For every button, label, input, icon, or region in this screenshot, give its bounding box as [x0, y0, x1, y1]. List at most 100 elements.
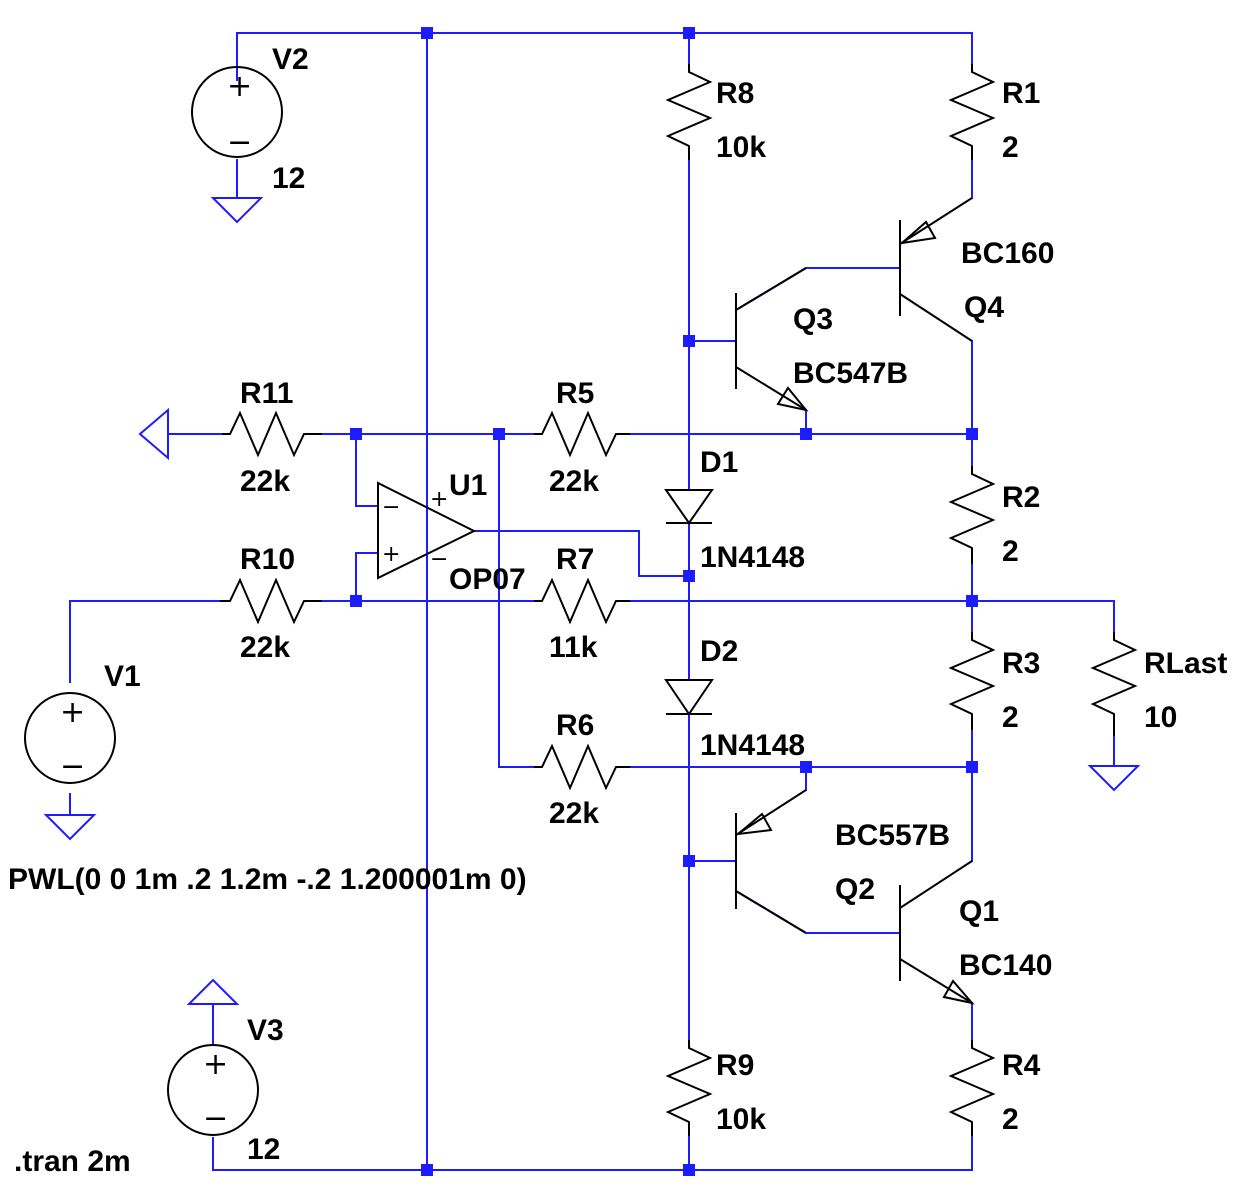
wire-bottom-rail — [212, 1135, 973, 1171]
voltage-source-v1-icon: + − — [24, 692, 116, 784]
junction-dot — [966, 761, 978, 773]
diodes — [664, 489, 714, 716]
transistor-q2-icon — [734, 789, 807, 934]
svg-text:−: − — [203, 1101, 228, 1136]
r9-value-label: 10k — [716, 1103, 766, 1136]
junction-dot — [493, 428, 505, 440]
q2-value-label: BC557B — [835, 819, 950, 852]
d1-name-label: D1 — [700, 446, 738, 479]
transistor-q4-icon — [898, 197, 973, 342]
u1-value-label: OP07 — [449, 563, 526, 596]
junction-dot — [683, 335, 695, 347]
opamp-noninverting-sign: + — [382, 542, 400, 567]
wire-r6-feedback — [498, 433, 535, 768]
r11-name-label: R11 — [240, 377, 293, 410]
ground-icon — [43, 814, 97, 841]
supply-arrow-icon — [186, 978, 240, 1005]
junction-dot — [966, 428, 978, 440]
r5-name-label: R5 — [556, 377, 594, 410]
r2-value-label: 2 — [1002, 535, 1019, 568]
voltage-source-v2-icon: + − — [191, 66, 283, 160]
q4-value-label: BC160 — [961, 237, 1054, 270]
r6-value-label: 22k — [549, 797, 599, 830]
voltage-sources: + − + − + − — [24, 66, 283, 1136]
resistor-rlast-icon — [1090, 632, 1138, 736]
q2-name-label: Q2 — [835, 873, 875, 906]
svg-text:+: + — [60, 695, 85, 730]
junction-dot — [966, 595, 978, 607]
junction-dot — [800, 428, 812, 440]
diode-d2-icon — [664, 679, 714, 716]
svg-text:+: + — [227, 69, 252, 104]
v1-value-label: PWL(0 0 1m .2 1.2m -.2 1.200001m 0) — [8, 863, 527, 896]
rlast-name-label: RLast — [1144, 647, 1227, 680]
q1-name-label: Q1 — [959, 895, 999, 928]
opamp-inverting-sign: − — [382, 495, 400, 520]
v3-name-label: V3 — [247, 1014, 284, 1047]
rlast-value-label: 10 — [1144, 701, 1177, 734]
wire-v1-to-r10 — [69, 600, 221, 683]
ground-icon — [210, 197, 264, 224]
svg-text:+: + — [203, 1047, 228, 1082]
junction-dot — [683, 27, 695, 39]
r1-value-label: 2 — [1002, 131, 1019, 164]
d2-name-label: D2 — [700, 635, 738, 668]
svg-text:−: − — [227, 125, 252, 160]
r6-name-label: R6 — [556, 709, 594, 742]
ground-icon — [138, 407, 169, 461]
ground-symbols — [43, 197, 1141, 1005]
v2-value-label: 12 — [272, 162, 305, 195]
resistor-r2-icon — [948, 466, 996, 564]
wire-r7-to-rlast — [629, 600, 1115, 633]
wire-opamp-output — [473, 530, 690, 577]
junction-dot — [800, 761, 812, 773]
junction-dot — [350, 595, 362, 607]
junctions — [350, 27, 978, 1176]
r3-value-label: 2 — [1002, 701, 1019, 734]
wire-opamp-noninv-input — [355, 552, 379, 602]
v3-value-label: 12 — [247, 1133, 280, 1166]
opamp-vminus-sign: − — [430, 547, 448, 572]
r3-name-label: R3 — [1002, 647, 1040, 680]
q1-value-label: BC140 — [959, 949, 1052, 982]
wire-q2-collector-to-q1-base — [734, 889, 901, 934]
junction-dot — [421, 1164, 433, 1176]
resistor-r9-icon — [665, 1040, 713, 1136]
resistor-r11-icon — [222, 410, 322, 458]
junction-dot — [683, 1164, 695, 1176]
q3-value-label: BC547B — [793, 357, 908, 390]
v2-name-label: V2 — [272, 43, 309, 76]
r8-value-label: 10k — [716, 131, 766, 164]
q3-name-label: Q3 — [793, 303, 833, 336]
r2-name-label: R2 — [1002, 481, 1040, 514]
junction-dot — [683, 855, 695, 867]
transistors — [734, 197, 975, 1005]
resistor-r10-icon — [220, 577, 322, 625]
r10-name-label: R10 — [240, 543, 295, 576]
opamp-u1-icon: − + + − — [377, 481, 477, 580]
v1-name-label: V1 — [104, 660, 141, 693]
resistor-r3-icon — [948, 632, 996, 730]
resistor-r5-icon — [534, 410, 630, 458]
resistor-r6-icon — [534, 743, 630, 791]
voltage-source-v3-icon: + − — [167, 1044, 259, 1136]
d2-value-label: 1N4148 — [700, 729, 805, 762]
r1-name-label: R1 — [1002, 77, 1040, 110]
resistor-r7-icon — [534, 577, 630, 625]
r4-name-label: R4 — [1002, 1049, 1041, 1082]
junction-dot — [421, 27, 433, 39]
transistor-q3-icon — [735, 267, 809, 412]
resistor-r8-icon — [665, 64, 713, 160]
opamp-vplus-sign: + — [430, 487, 448, 512]
wire-top-rail — [236, 32, 973, 81]
transistor-q1-icon — [899, 860, 975, 1005]
resistor-r1-icon — [948, 64, 996, 160]
ground-icon — [1087, 765, 1141, 792]
r7-value-label: 11k — [549, 631, 598, 664]
junction-dot — [683, 570, 695, 582]
r8-name-label: R8 — [716, 77, 754, 110]
labels: V2 12 R8 10k R1 2 BC160 Q4 Q3 BC547B R11… — [8, 43, 1227, 1178]
u1-name-label: U1 — [449, 469, 487, 502]
r11-value-label: 22k — [240, 465, 290, 498]
r9-name-label: R9 — [716, 1049, 754, 1082]
